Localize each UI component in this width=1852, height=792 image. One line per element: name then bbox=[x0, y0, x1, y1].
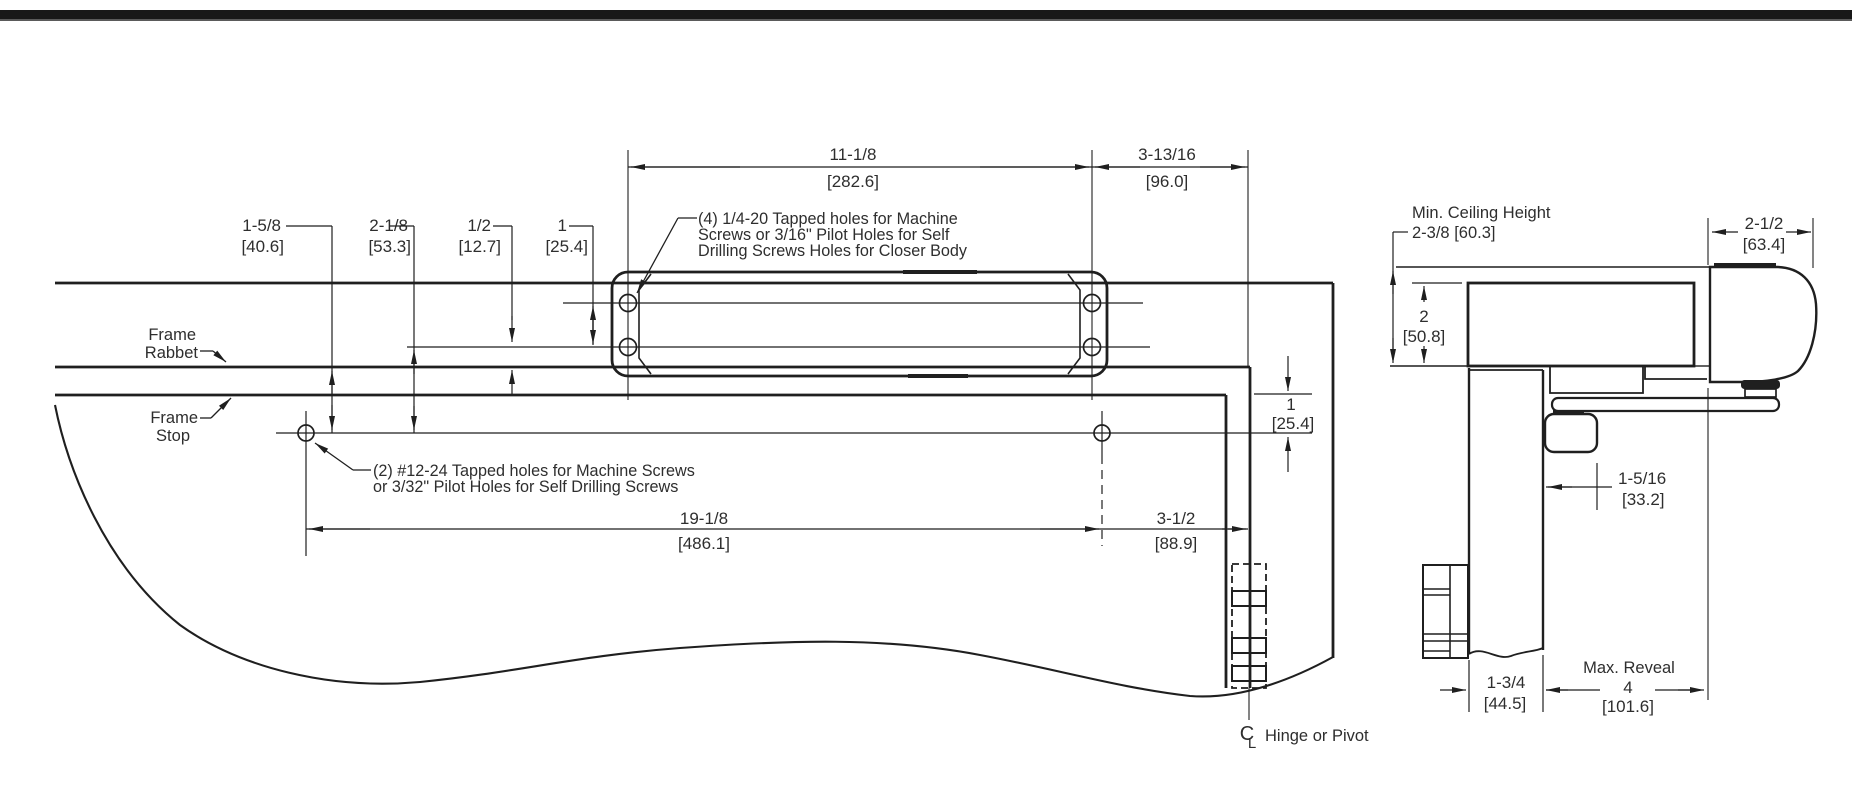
label-line: Min. Ceiling Height bbox=[1412, 204, 1551, 222]
dim-text: 2-1/2 bbox=[1745, 214, 1784, 233]
page-top-rule bbox=[0, 10, 1852, 21]
dim-text-mm: [63.4] bbox=[1743, 235, 1786, 254]
hinge-knuckle-1 bbox=[1231, 590, 1267, 607]
ceiling-and-header bbox=[1390, 266, 1710, 368]
closer-body-section bbox=[1708, 263, 1818, 398]
label-line: Frame bbox=[148, 326, 196, 344]
note-line: (2) #12-24 Tapped holes for Machine Scre… bbox=[373, 462, 695, 480]
leader-arrow bbox=[212, 350, 227, 363]
dim-text-mm: [44.5] bbox=[1484, 694, 1527, 713]
dim-text-mm: [486.1] bbox=[678, 534, 730, 553]
note-line: (4) 1/4-20 Tapped holes for Machine bbox=[698, 210, 958, 228]
dim-1-2: 1/2 [12.7] bbox=[458, 216, 515, 394]
dim-text: 3-13/16 bbox=[1138, 145, 1196, 164]
hinge-front bbox=[1231, 563, 1267, 720]
dim-text: 1 bbox=[1286, 395, 1295, 414]
dim-text-mm: [40.6] bbox=[241, 237, 284, 256]
door-break-line bbox=[1468, 647, 1544, 658]
break-line bbox=[53, 404, 1334, 698]
frame-header-section bbox=[1466, 281, 1696, 368]
dim-text: 2-1/8 bbox=[369, 216, 408, 235]
dim-text: 1-3/4 bbox=[1487, 673, 1526, 692]
note-frame-holes: (2) #12-24 Tapped holes for Machine Scre… bbox=[314, 442, 695, 496]
dim-text-mm: [50.8] bbox=[1403, 327, 1446, 346]
dim-2-1-8: 2-1/8 [53.3] bbox=[368, 216, 417, 433]
dim-text: 1-5/16 bbox=[1618, 469, 1666, 488]
dim-text-mm: [25.4] bbox=[1272, 414, 1315, 433]
dim-bottom-side: 1-3/4 [44.5] Max. Reveal 4 [101.6] bbox=[1440, 655, 1704, 716]
centerline-symbol-c: C bbox=[1240, 723, 1254, 745]
max-reveal-label: Max. Reveal bbox=[1583, 659, 1675, 677]
dim-min-ceiling: Min. Ceiling Height 2-3/8 [60.3] bbox=[1390, 204, 1551, 363]
dim-text: 4 bbox=[1623, 678, 1632, 697]
dim-text-mm: [53.3] bbox=[368, 237, 411, 256]
dim-text-mm: [101.6] bbox=[1602, 697, 1654, 716]
label-line: 2-3/8 [60.3] bbox=[1412, 224, 1495, 242]
hinge-knuckle-3 bbox=[1231, 665, 1267, 682]
dim-text: 11-1/8 bbox=[830, 145, 877, 164]
frame-holes bbox=[276, 411, 1312, 556]
dim-text: 1 bbox=[558, 216, 567, 235]
label-mask bbox=[1148, 510, 1206, 526]
closer-body-outline bbox=[610, 270, 1109, 378]
leader-arrow bbox=[210, 397, 232, 419]
label-frame-rabbet: Frame Rabbet bbox=[145, 326, 227, 363]
dim-text-mm: [12.7] bbox=[458, 237, 501, 256]
note-closer-holes: (4) 1/4-20 Tapped holes for Machine Scre… bbox=[636, 210, 968, 294]
closer-left-cap bbox=[638, 273, 652, 375]
closer-right-cap bbox=[1067, 273, 1081, 375]
dim-bottom: 19-1/8 [486.1] 3-1/2 [88.9] bbox=[306, 509, 1248, 553]
dim-text-mm: [282.6] bbox=[827, 172, 879, 191]
hinge-leaf-hidden bbox=[1231, 563, 1267, 689]
label-mask bbox=[666, 510, 744, 526]
dim-text-mm: [33.2] bbox=[1622, 490, 1665, 509]
note-line: Drilling Screws Holes for Closer Body bbox=[698, 242, 968, 260]
dim-text: 19-1/8 bbox=[680, 509, 728, 528]
label-line: Rabbet bbox=[145, 344, 199, 362]
door-section bbox=[1467, 367, 1781, 658]
hinge-knuckle-2 bbox=[1231, 637, 1267, 654]
label-frame-stop: Frame Stop bbox=[150, 397, 232, 445]
dim-door-to-shoe: 1-5/16 [33.2] bbox=[1546, 463, 1666, 510]
dim-text: 2 bbox=[1419, 307, 1428, 326]
dim-text: 1/2 bbox=[467, 216, 491, 235]
arm-shoe bbox=[1543, 412, 1599, 454]
front-view: 11-1/8 [282.6] 3-13/16 [96.0] 1-5/8 [40.… bbox=[53, 145, 1369, 752]
closer-cap-profile bbox=[1708, 265, 1818, 384]
note-line: or 3/32" Pilot Holes for Self Drilling S… bbox=[373, 478, 678, 496]
leader-arrow bbox=[314, 442, 354, 471]
dim-text: 1-5/8 bbox=[242, 216, 281, 235]
slide-track bbox=[1550, 396, 1781, 413]
dim-top: 11-1/8 [282.6] 3-13/16 [96.0] bbox=[627, 145, 1249, 400]
dim-1: 1 [25.4] bbox=[545, 216, 596, 345]
hinge-side bbox=[1422, 564, 1469, 659]
hinge-or-pivot-label: Hinge or Pivot bbox=[1265, 727, 1369, 745]
dim-header-height: 2 [50.8] bbox=[1403, 282, 1462, 363]
label-line: Stop bbox=[156, 427, 190, 445]
hinge-barrel bbox=[1422, 564, 1469, 659]
closer-spindle-base bbox=[1744, 388, 1777, 398]
side-view: Min. Ceiling Height 2-3/8 [60.3] 2 [50.8… bbox=[1390, 204, 1818, 716]
top-bar-shadow bbox=[0, 19, 1852, 21]
label-line: Frame bbox=[150, 409, 198, 427]
leader-arrow bbox=[636, 217, 679, 294]
dim-1-5-8: 1-5/8 [40.6] bbox=[241, 216, 335, 433]
dim-text: 3-1/2 bbox=[1157, 509, 1196, 528]
frame-outline bbox=[53, 281, 1335, 698]
dim-text-mm: [96.0] bbox=[1146, 172, 1189, 191]
closer-body bbox=[407, 270, 1150, 378]
top-bar bbox=[0, 10, 1852, 19]
closer-spindle bbox=[1741, 380, 1780, 389]
hinge-centerline-label: C L Hinge or Pivot bbox=[1240, 723, 1369, 752]
mount-bracket bbox=[1644, 367, 1707, 380]
dim-text-mm: [88.9] bbox=[1155, 534, 1198, 553]
soffit-notch bbox=[1549, 367, 1644, 394]
centerline-symbol-l: L bbox=[1248, 735, 1256, 752]
dim-closer-depth: 2-1/2 [63.4] bbox=[1707, 214, 1814, 268]
dim-text-mm: [25.4] bbox=[545, 237, 588, 256]
dim-stop-to-holes: 1 [25.4] bbox=[1254, 356, 1314, 472]
note-line: Screws or 3/16" Pilot Holes for Self bbox=[698, 226, 950, 244]
